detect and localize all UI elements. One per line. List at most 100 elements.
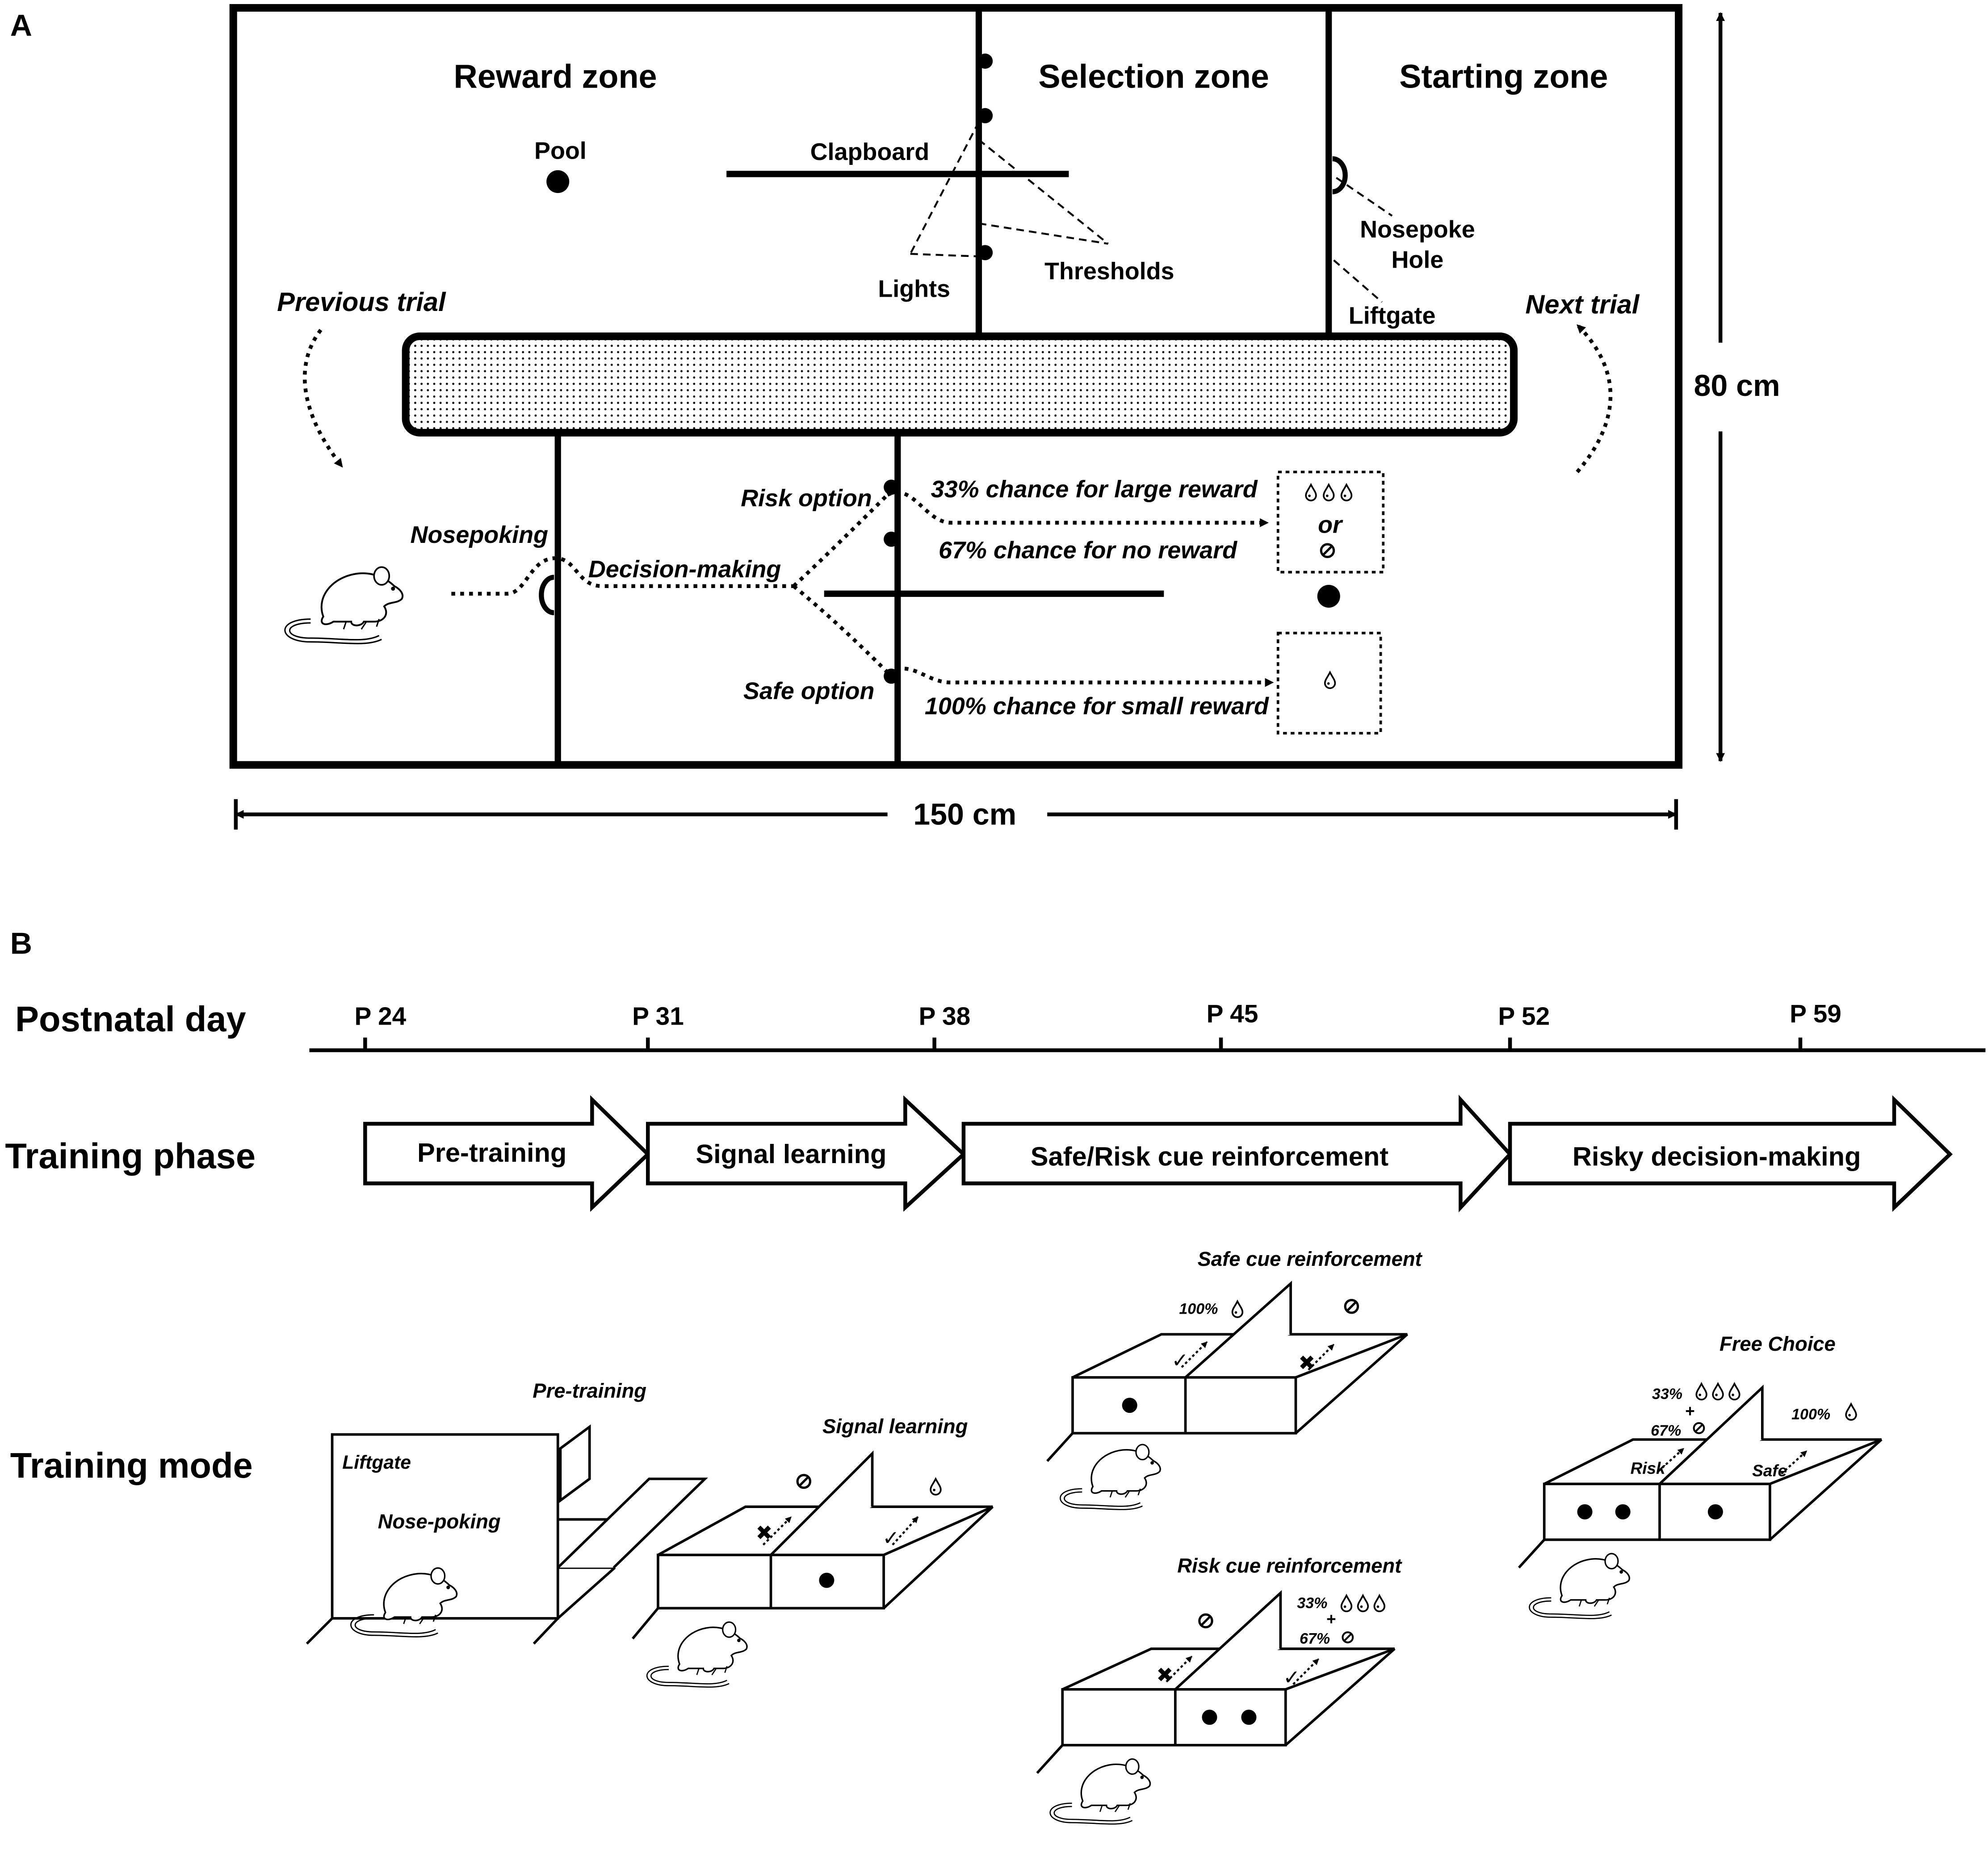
liftgate-label: Liftgate (1349, 302, 1436, 329)
mouse-icon (1049, 1758, 1151, 1825)
cue-light-icon (1202, 1710, 1217, 1725)
water-drop-icon (1845, 1403, 1857, 1421)
water-drop-icon (1712, 1383, 1724, 1401)
light-icon (884, 531, 899, 547)
mode-free-choice: Free Choice (1518, 1332, 1883, 1569)
pct-label: 33% (1652, 1386, 1682, 1403)
phase-arrow (363, 1095, 651, 1212)
safe-option-label: Safe option (743, 677, 874, 704)
mouse-icon (646, 1621, 748, 1688)
phase-arrow (961, 1095, 1513, 1213)
light-icon (977, 108, 993, 123)
arrow-icon (1308, 1344, 1335, 1371)
risk-arrow-icon (886, 490, 1269, 527)
nosepoking-mode-label: Nose-poking (378, 1510, 501, 1533)
phase-row-label: Training phase (5, 1136, 256, 1176)
plus-label: + (1685, 1402, 1695, 1420)
cue-light-icon (1317, 584, 1340, 608)
mode-title: Signal learning (822, 1415, 968, 1438)
safe-small-label: 100% chance for small reward (925, 693, 1269, 719)
check-icon: ✓ (1171, 1349, 1188, 1372)
cue-light-icon (1707, 1504, 1723, 1520)
previous-trial-arrow-icon (303, 328, 344, 468)
pool-label: Pool (534, 137, 587, 164)
mode-title: Free Choice (1720, 1332, 1836, 1355)
cross-icon: ✖ (1156, 1664, 1173, 1686)
clapboard-label: Clapboard (810, 139, 930, 165)
corridor (402, 332, 1518, 437)
water-drop-icon (1324, 671, 1336, 689)
arrow-icon (1657, 1447, 1685, 1472)
risk-reward-box (1276, 471, 1385, 574)
no-reward-icon (1345, 1300, 1358, 1313)
arrow-icon (762, 1516, 792, 1546)
water-drop-icon (1695, 1383, 1707, 1401)
no-reward-icon (1694, 1423, 1704, 1433)
phase-arrow (646, 1095, 967, 1212)
nosepoke-label-2: Hole (1391, 246, 1443, 273)
nosepoke-hole-icon (539, 575, 554, 616)
width-label: 150 cm (913, 797, 1016, 831)
or-label: or (1318, 512, 1343, 538)
arrow-icon (1166, 1655, 1193, 1683)
cue-light-icon (1615, 1504, 1631, 1520)
light-icon (977, 245, 993, 260)
mode-signal: Signal learning (631, 1415, 994, 1640)
pct-label: 67% (1651, 1422, 1681, 1439)
arrow-icon (1292, 1658, 1320, 1685)
risk-mode-label: Risk (1631, 1459, 1666, 1477)
day-tick-label: P 59 (1790, 1000, 1841, 1028)
reward-zone-title: Reward zone (454, 58, 657, 95)
timeline-ticks (363, 1038, 1803, 1050)
mode-title: Risk cue reinforcement (1177, 1555, 1402, 1577)
mode-title: Pre-training (533, 1379, 646, 1402)
previous-trial-label: Previous trial (277, 287, 446, 317)
decision-making-label: Decision-making (588, 556, 781, 583)
mode-pretraining: Pre-training Liftgate Nose-poking (306, 1379, 708, 1645)
no-reward-icon (1200, 1614, 1212, 1627)
arena-outline (229, 4, 1683, 769)
mouse-icon (284, 566, 404, 645)
starting-zone-title: Starting zone (1399, 58, 1608, 95)
lights-label: Lights (878, 276, 950, 302)
cue-light-icon (1122, 1398, 1137, 1413)
arrow-icon (1780, 1450, 1808, 1475)
water-drop-icon (1323, 483, 1335, 502)
day-tick-label: P 52 (1498, 1003, 1550, 1031)
mouse-icon (1528, 1553, 1630, 1620)
postnatal-row-label: Postnatal day (15, 999, 246, 1039)
day-tick-label: P 45 (1207, 1000, 1258, 1028)
liftgate-mode-label: Liftgate (342, 1452, 411, 1473)
mouse-icon (1059, 1444, 1161, 1511)
no-reward-icon (1321, 544, 1334, 557)
mode-row-label: Training mode (10, 1445, 253, 1485)
mode-risk-cue: Risk cue reinforcement (1036, 1555, 1402, 1774)
decision-path (451, 493, 889, 674)
cross-icon: ✖ (755, 1521, 772, 1544)
phase-label: Signal learning (696, 1139, 886, 1169)
pool-icon (546, 170, 570, 193)
light-icon (884, 479, 899, 495)
cross-icon: ✖ (1298, 1352, 1315, 1374)
arrow-icon (892, 1516, 919, 1546)
risk-option-label: Risk option (741, 485, 872, 512)
cue-light-icon (1577, 1504, 1593, 1520)
nosepoke-label-1: Nosepoke (1360, 216, 1475, 243)
risk-none-label: 67% chance for no reward (939, 537, 1237, 563)
phase-arrow (1508, 1095, 1953, 1212)
pct-label: 100% (1791, 1406, 1830, 1423)
safe-reward-box (1276, 631, 1382, 735)
risk-large-label: 33% chance for large reward (931, 476, 1258, 503)
phase-label: Pre-training (417, 1138, 566, 1168)
next-trial-arrow-icon (1576, 324, 1613, 474)
water-drop-icon (1340, 483, 1353, 502)
nosepoke-hole-icon (1332, 156, 1348, 194)
no-reward-icon (1342, 1632, 1353, 1643)
selection-zone-title: Selection zone (1038, 58, 1269, 95)
mode-title: Safe cue reinforcement (1198, 1248, 1423, 1270)
water-drop-icon (930, 1478, 942, 1496)
safe-arrow-icon (886, 666, 1274, 687)
mode-safe-cue: Safe cue reinforcement (1046, 1248, 1423, 1462)
day-tick-label: P 24 (355, 1003, 407, 1031)
